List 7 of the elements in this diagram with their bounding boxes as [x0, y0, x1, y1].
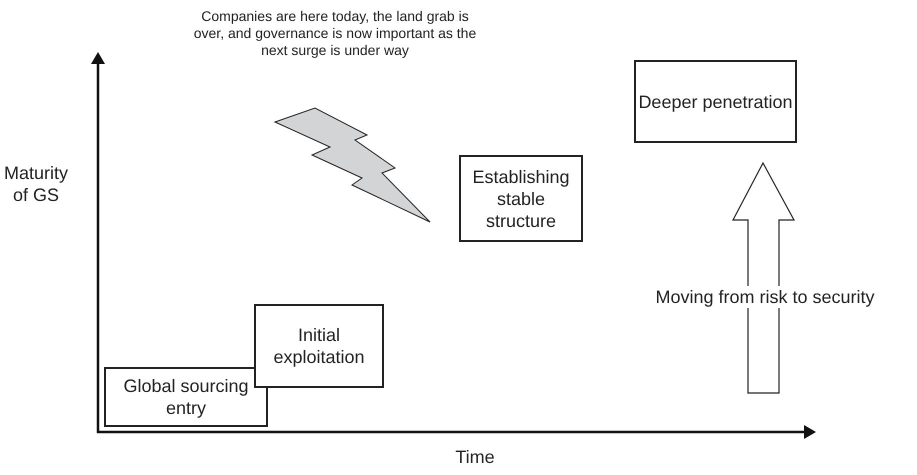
callout-text: Companies are here today, the land grab is over, and governance is now important as the next surge is under way — [192, 8, 478, 59]
axis-label: Maturity of GS — [2, 162, 69, 206]
stage-box: Initial exploitation — [254, 304, 384, 388]
stage-box: Deeper penetration — [634, 60, 797, 143]
stage-box: Global sourcing entry — [104, 367, 268, 427]
stage-box: Establishing stable structure — [459, 155, 583, 242]
axis-label: Time — [454, 446, 496, 468]
